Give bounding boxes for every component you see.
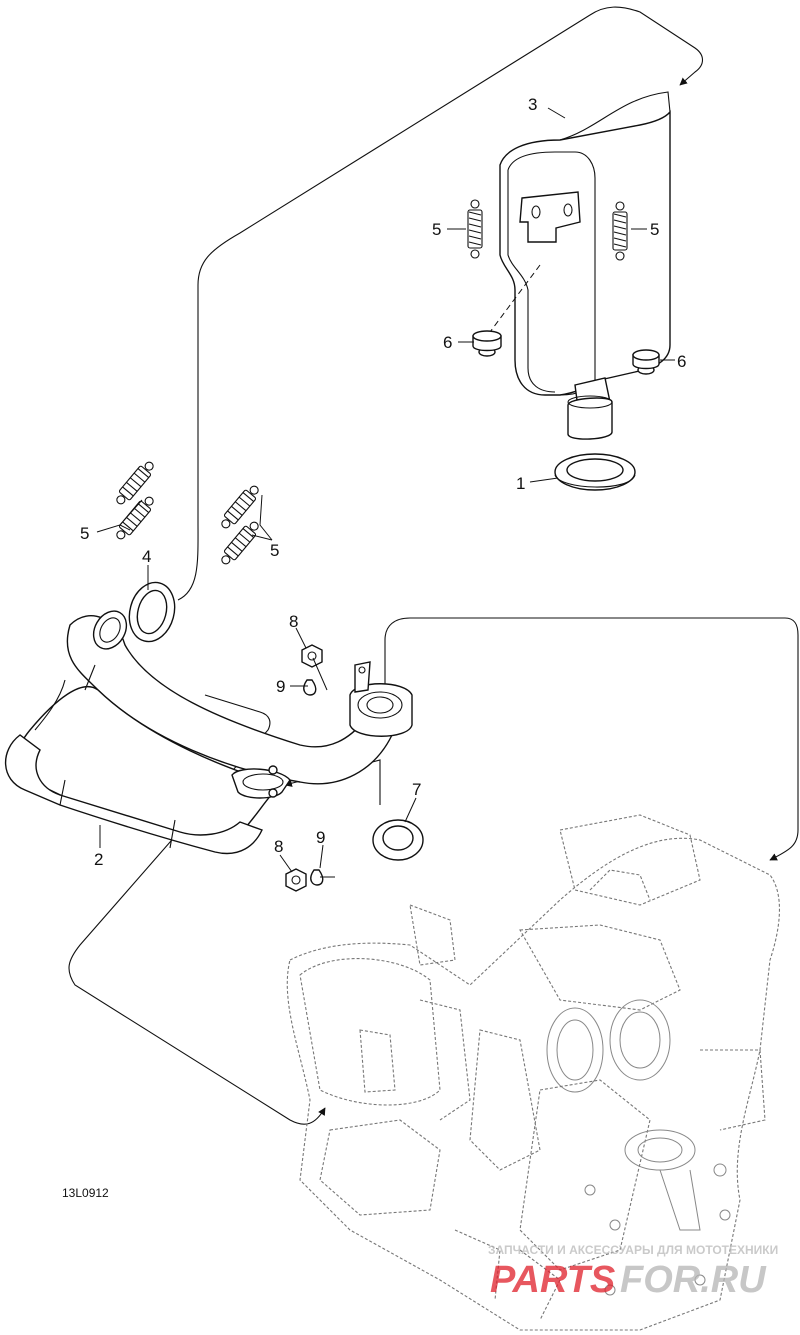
spring-header-upper-right [221, 485, 259, 529]
washer-lower [310, 869, 324, 886]
callout-5-muffler-left: 5 [432, 220, 441, 239]
washer-upper [303, 679, 317, 696]
watermark-tagline: ЗАПЧАСТИ И АКСЕССУАРЫ ДЛЯ МОТОТЕХНИКИ [488, 1243, 778, 1257]
spring-header-upper-left [116, 461, 154, 505]
leader-lines [96, 107, 675, 878]
callout-6-left: 6 [443, 333, 452, 352]
gasket-header-muffler [128, 581, 176, 643]
callout-8-upper: 8 [289, 612, 298, 631]
callout-5-header-right: 5 [270, 541, 279, 560]
spring-header-lower-right [221, 521, 259, 565]
exhaust-header [4, 610, 413, 855]
bumper-right [632, 349, 660, 375]
engine-block [286, 814, 780, 1331]
callout-7: 7 [412, 780, 421, 799]
bumper-left [472, 330, 502, 357]
callout-2: 2 [94, 850, 103, 869]
spring-header-lower-left [116, 496, 154, 540]
callout-9-upper: 9 [276, 677, 285, 696]
routing-line-header-to-engine-rear [384, 617, 799, 861]
callout-8-lower: 8 [274, 837, 283, 856]
muffler [489, 91, 671, 440]
routing-line-muffler-to-header [177, 6, 704, 601]
watermark: ЗАПЧАСТИ И АКСЕССУАРЫ ДЛЯ МОТОТЕХНИКИ PA… [488, 1243, 778, 1301]
callout-1: 1 [516, 474, 525, 493]
gasket-muffler-outlet [554, 453, 636, 491]
nut-lower [285, 868, 307, 892]
watermark-logo-left: PARTS [490, 1259, 615, 1301]
reference-code: 13L0912 [62, 1186, 109, 1200]
gasket-header-flange [372, 819, 424, 861]
callout-6-right: 6 [677, 352, 686, 371]
spring-muffler-left [467, 199, 483, 259]
callout-4: 4 [142, 547, 151, 566]
callout-3: 3 [528, 95, 537, 114]
callout-5-muffler-right: 5 [650, 220, 659, 239]
spring-muffler-right [612, 201, 628, 261]
nut-upper [301, 644, 323, 668]
watermark-logo-right: FOR.RU [620, 1259, 767, 1301]
callout-5-header-left: 5 [80, 524, 89, 543]
callout-9-lower: 9 [316, 828, 325, 847]
